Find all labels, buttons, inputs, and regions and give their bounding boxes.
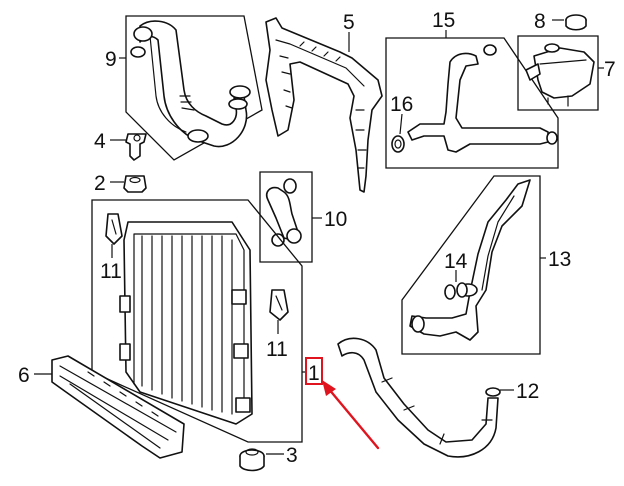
callout-9[interactable]: 9 <box>105 48 117 71</box>
callout-5[interactable]: 5 <box>343 11 355 34</box>
callout-7[interactable]: 7 <box>604 58 616 81</box>
callout-1[interactable]: 1 <box>308 362 320 385</box>
part-9-upper-hose-group[interactable] <box>125 15 263 161</box>
leader-16 <box>399 113 403 135</box>
callout-14[interactable]: 14 <box>444 250 468 273</box>
part-7-expansion-tank[interactable] <box>517 35 599 111</box>
callout-4[interactable]: 4 <box>94 130 106 153</box>
callout-15[interactable]: 15 <box>432 9 455 32</box>
callout-11-right[interactable]: 11 <box>266 338 288 361</box>
part-15-heater-pipe-group[interactable] <box>385 37 559 169</box>
callout-1-highlight-box <box>305 357 323 385</box>
callout-12[interactable]: 12 <box>516 380 539 403</box>
callout-11-left[interactable]: 11 <box>100 260 122 283</box>
part-12-lower-hose[interactable] <box>337 337 501 458</box>
callout-6[interactable]: 6 <box>18 364 30 387</box>
highlight-arrow <box>322 380 380 450</box>
part-14-o-rings[interactable] <box>444 282 468 300</box>
part-11-clip-right[interactable] <box>269 289 289 321</box>
part-6-deflector[interactable] <box>51 355 185 459</box>
callout-13[interactable]: 13 <box>548 248 571 271</box>
part-5-radiator-support[interactable] <box>265 17 383 193</box>
callout-10[interactable]: 10 <box>324 208 347 231</box>
part-11-clip-left[interactable] <box>105 213 123 245</box>
part-4-clip[interactable] <box>125 133 147 161</box>
callout-3[interactable]: 3 <box>286 444 298 467</box>
callout-8[interactable]: 8 <box>534 10 546 33</box>
callout-2[interactable]: 2 <box>94 172 106 195</box>
part-16-o-ring[interactable] <box>391 135 405 153</box>
part-3-drain-plug[interactable] <box>239 448 265 472</box>
part-13-coolant-pipe-group[interactable] <box>401 175 541 355</box>
part-2-nut[interactable] <box>123 175 147 193</box>
part-8-tank-cap[interactable] <box>565 14 587 31</box>
part-10-hose[interactable] <box>259 171 313 263</box>
callout-16[interactable]: 16 <box>390 93 413 116</box>
